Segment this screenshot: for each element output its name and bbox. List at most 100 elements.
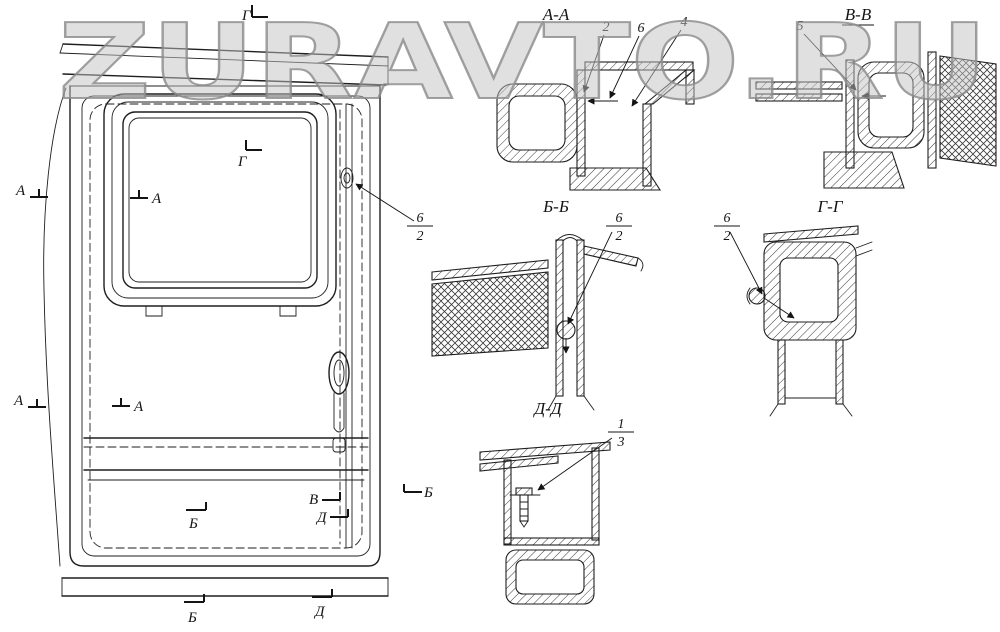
right-wall xyxy=(591,447,600,541)
watermark-text: ZURAVTO.RU xyxy=(58,1,988,123)
bottom-flange xyxy=(569,167,662,191)
section-markers: Г Г А А А А Б В Д Б Б Д xyxy=(13,5,433,626)
leader-line xyxy=(729,231,763,295)
marker-label: Б xyxy=(423,485,433,501)
section-title: Г-Г xyxy=(816,197,843,216)
seal-profile-hollow xyxy=(868,72,914,138)
part-number: 5 xyxy=(797,19,804,34)
leader-line xyxy=(355,183,415,222)
inner-wall-sheet xyxy=(555,239,564,397)
marker-label: А xyxy=(133,399,144,415)
door-main-view: Г Г А А А А Б В Д Б Б Д xyxy=(13,5,433,626)
marker-label: Г xyxy=(237,154,248,170)
callout-number: 1 xyxy=(618,417,625,432)
cut-mark xyxy=(322,492,341,501)
screw-head xyxy=(515,487,533,496)
flange-curl xyxy=(637,257,644,272)
door-inner-contour xyxy=(81,95,371,557)
leader-line xyxy=(537,437,613,491)
section-view-bb: Б-Б 6 2 xyxy=(431,197,644,411)
channel-hollow xyxy=(779,257,839,323)
handle-bracket xyxy=(333,392,345,433)
marker-label: А xyxy=(15,183,26,199)
window-clip xyxy=(279,305,297,317)
cut-mark xyxy=(312,589,333,598)
callout-number: 6 xyxy=(616,211,623,226)
callout-number: 6 xyxy=(417,211,424,226)
window-frame xyxy=(122,111,318,289)
sill-block xyxy=(431,271,549,357)
bottom-flare xyxy=(769,403,853,417)
lower-wall xyxy=(777,339,786,405)
seal-bulb xyxy=(748,287,766,305)
bottom-plate xyxy=(503,537,600,546)
seal-lip xyxy=(746,287,751,305)
cut-mark xyxy=(112,398,130,407)
section-view-aa: А-А 2 6 4 xyxy=(496,5,696,191)
handle-lower-bracket xyxy=(332,437,346,453)
section-title: Д-Д xyxy=(532,399,562,418)
seal-bulb xyxy=(556,320,576,340)
outer-wall-sheet xyxy=(576,239,585,397)
contour-line xyxy=(62,73,387,86)
door-window xyxy=(103,93,337,317)
callout-6-2-main: 6 2 xyxy=(355,183,433,244)
section-view-dd: Д-Д 1 3 xyxy=(479,399,634,605)
marker-label: Г xyxy=(241,8,252,24)
upper-flange xyxy=(583,245,639,267)
callout-number: 2 xyxy=(616,229,623,244)
bottom-flange xyxy=(823,151,905,189)
contour-line xyxy=(59,43,64,54)
lock-cylinder xyxy=(340,167,354,189)
leader-line xyxy=(631,29,682,107)
section-title: В-В xyxy=(845,5,872,24)
rubber-block xyxy=(939,55,997,167)
cut-mark xyxy=(251,5,268,18)
roof-drip-rail xyxy=(59,43,389,86)
outer-panel-sheet xyxy=(584,61,694,71)
callout-number: 2 xyxy=(417,229,424,244)
leader-line xyxy=(803,33,857,91)
screw-shaft xyxy=(519,494,529,522)
section-view-vv: В-В 5 xyxy=(755,5,997,189)
cut-mark xyxy=(245,140,262,151)
contour-line xyxy=(62,43,389,58)
door-edge-plate xyxy=(927,51,937,169)
window-clip xyxy=(145,305,163,317)
door-outline xyxy=(43,85,381,567)
door-handle xyxy=(328,351,350,395)
floor-sheet xyxy=(479,441,611,461)
leader-line xyxy=(609,35,640,99)
floor-sheet xyxy=(431,259,549,281)
leader-line xyxy=(567,231,613,325)
lower-wall xyxy=(835,339,844,405)
hidden-contour xyxy=(89,103,363,549)
marker-label: Б xyxy=(188,516,198,532)
section-view-gg: Г-Г 6 2 xyxy=(714,197,873,417)
door-handle-inner xyxy=(333,359,345,387)
sill-end xyxy=(61,577,389,597)
marker-label: А xyxy=(13,393,24,409)
marker-label: Д xyxy=(313,604,326,620)
side-step xyxy=(855,241,873,257)
cut-mark xyxy=(130,190,148,199)
sill-tube-hollow xyxy=(515,559,585,595)
marker-label: Б xyxy=(187,610,197,626)
leader-line xyxy=(582,34,605,93)
seal-profile-hollow xyxy=(508,95,566,151)
section-title: Б-Б xyxy=(542,197,569,216)
window-frame-outer xyxy=(103,93,337,307)
screw-thread xyxy=(519,501,529,528)
cut-mark xyxy=(184,594,205,603)
marker-label: А xyxy=(151,191,162,207)
wall-top-curl-inner xyxy=(562,237,578,242)
window-glass-edge xyxy=(128,117,312,283)
marker-label: В xyxy=(309,492,318,508)
marker-label: Д xyxy=(315,510,328,526)
callout-number: 2 xyxy=(724,229,731,244)
callout-number: 3 xyxy=(617,435,625,450)
section-title: А-А xyxy=(542,5,570,24)
cut-mark xyxy=(186,502,207,511)
